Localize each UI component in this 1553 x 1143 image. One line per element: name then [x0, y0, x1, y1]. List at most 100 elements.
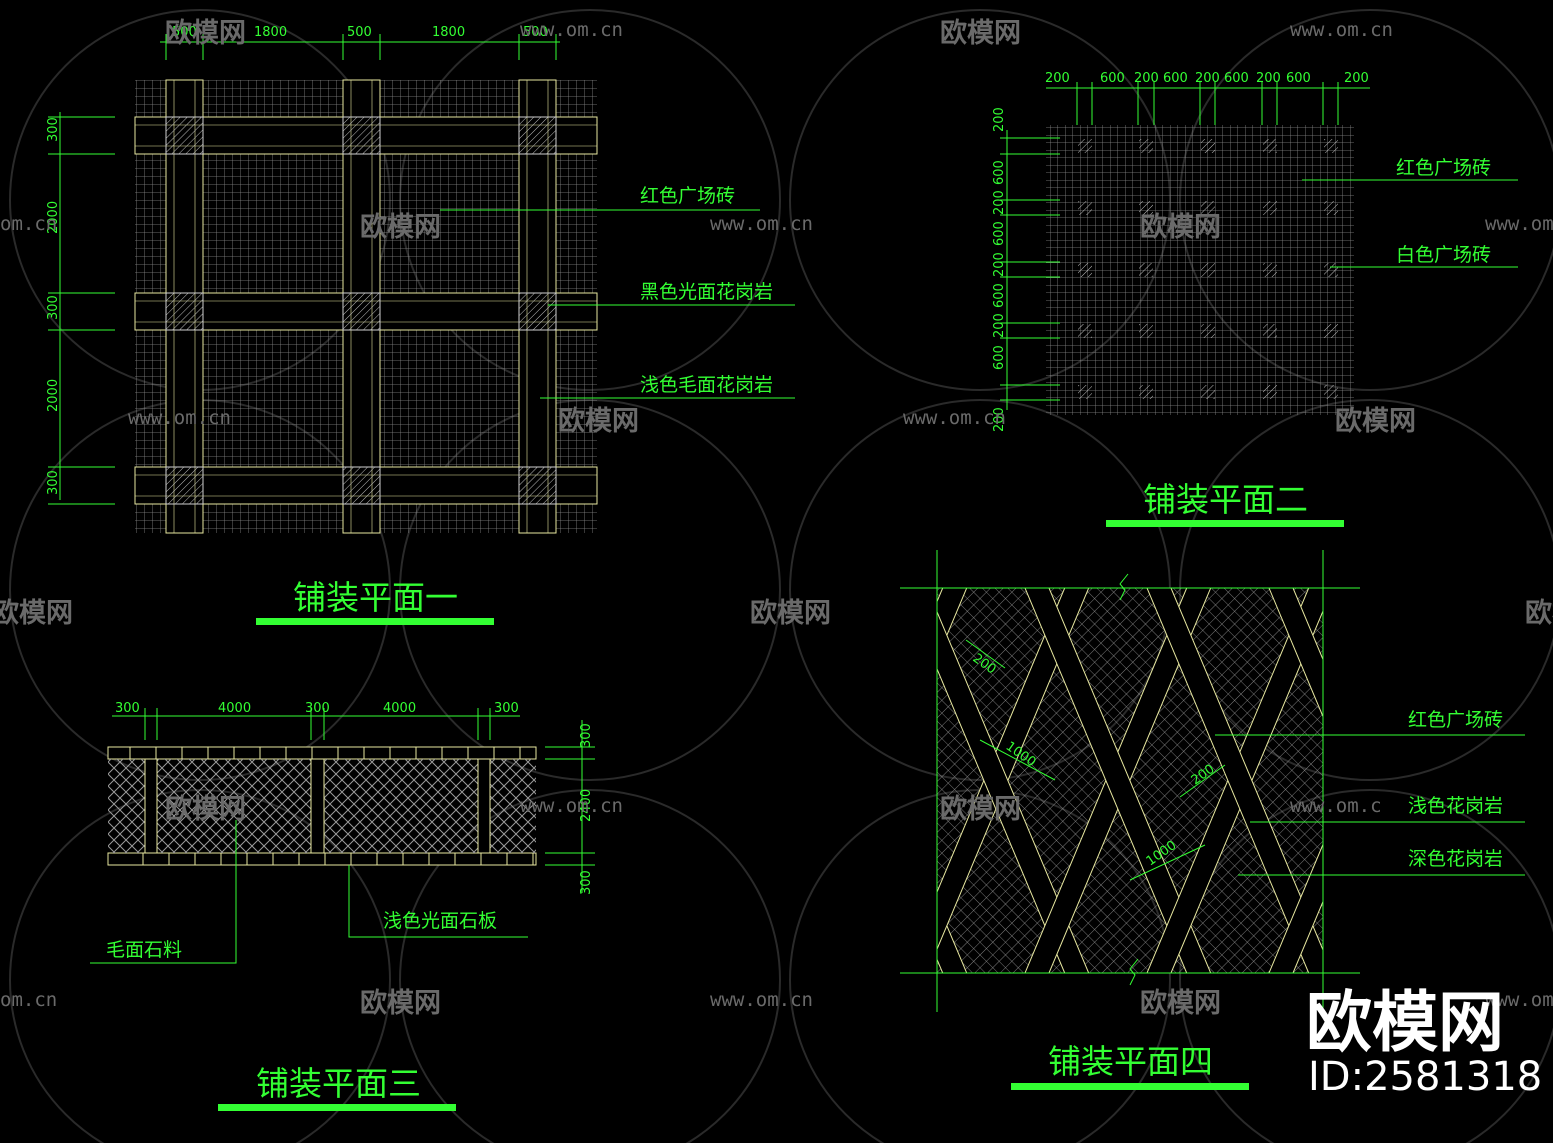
plan2-white-tile [1324, 263, 1338, 277]
watermark-url: www.om.c [1290, 795, 1382, 817]
plan1-left-dim: 2000 [46, 201, 61, 234]
plan2-white-tile [1201, 201, 1215, 215]
plan4-dim-line [979, 739, 1056, 781]
watermark-url: www.om.cn [1485, 213, 1553, 235]
plan2-white-tile [1201, 139, 1215, 153]
plan2-left-dim: 600 [992, 345, 1007, 370]
plan1-granite-square [165, 466, 204, 505]
plan4-dim-line [965, 639, 1006, 669]
plan3-right-dim: 300 [579, 723, 594, 748]
watermark-logo: 欧模网 [360, 988, 441, 1019]
plan1-granite-square [165, 292, 204, 331]
plan1-left-dim: 300 [46, 117, 61, 142]
plan1-left-dim: 300 [46, 470, 61, 495]
watermark-url: www.om.cn [520, 795, 623, 817]
plan3-right-dim: 300 [579, 870, 594, 895]
brand-id: ID:2581318 [1308, 1054, 1542, 1100]
plan1-top-dim: 1800 [432, 25, 465, 40]
plan2-left-dim: 200 [992, 252, 1007, 277]
plan2-white-tile [1139, 324, 1153, 338]
plan2-top-dim: 600 [1100, 71, 1125, 86]
plan1-granite-square [518, 292, 557, 331]
plan3-top-dim: 300 [494, 701, 519, 716]
plan4-title: 铺装平面四 [1048, 1042, 1213, 1081]
plan4-label-red-tile: 红色广场砖 [1408, 709, 1503, 731]
plan1-top-dim: 500 [347, 25, 372, 40]
plan2-white-tile [1324, 385, 1338, 399]
plan2-top-dim: 600 [1286, 71, 1311, 86]
plan2-top-dim: 200 [1195, 71, 1220, 86]
plan2-tile-grid [1046, 125, 1354, 415]
plan2-top-dim: 200 [1344, 71, 1369, 86]
plan2-left-dim: 200 [992, 407, 1007, 432]
plan3-slab-strip [477, 758, 491, 854]
plan2-white-tile [1201, 385, 1215, 399]
plan3-border-top [107, 746, 537, 760]
plan4-dark-band [1391, 588, 1553, 973]
plan4-dark-band [537, 588, 723, 973]
plan2-top-dim: 200 [1256, 71, 1281, 86]
watermarks: 欧模网 www.om.cn 欧模网 www.om.cn om.cn 欧模网 ww… [0, 18, 1553, 1019]
plan4-dark-band [1268, 588, 1323, 718]
plan3-top-dim: 4000 [383, 701, 416, 716]
plan3-top-dim: 4000 [218, 701, 251, 716]
watermark-url: www.om.cn [1290, 19, 1393, 41]
plan3-title: 铺装平面三 [256, 1064, 421, 1103]
plan4-dark-band [1146, 588, 1323, 973]
plan4-title-underline [1011, 1083, 1249, 1090]
plan2-left-dim: 600 [992, 160, 1007, 185]
plan2-white-tile [1078, 324, 1092, 338]
plan2-label-white-tile: 白色广场砖 [1396, 244, 1491, 266]
plan2-white-tile [1078, 201, 1092, 215]
plan1-label-red-tile: 红色广场砖 [640, 185, 735, 207]
plan4-dark-band [537, 588, 723, 973]
plan2-white-tile [1078, 263, 1092, 277]
plan2-white-tile [1263, 139, 1277, 153]
watermark-logo: 欧模网 [1525, 598, 1553, 629]
plan3-label-light-slab: 浅色光面石板 [383, 910, 497, 932]
watermark-logo: 欧模网 [1335, 406, 1416, 437]
plan1-label-light-granite: 浅色毛面花岗岩 [640, 374, 773, 396]
watermark-url: www.om.cn [903, 407, 1006, 429]
watermark-url: om.cn [0, 213, 57, 235]
plan1-granite-square [342, 466, 381, 505]
watermark-logo: 欧模网 [1140, 212, 1221, 243]
plan3-border-bottom [107, 852, 537, 866]
plan4-dark-band [1513, 588, 1553, 973]
plan2-white-tile [1324, 324, 1338, 338]
plan2-label-red-tile: 红色广场砖 [1396, 157, 1491, 179]
plan2-title: 铺装平面二 [1143, 480, 1308, 519]
plan4-dark-band [1024, 588, 1212, 973]
plan1-top-dim: 1800 [254, 25, 287, 40]
plan4-dark-band [659, 588, 845, 973]
plan-three: 300 4000 300 4000 300 300 2400 300 毛面石料 … [90, 701, 595, 1111]
plan1-granite-square [165, 116, 204, 155]
plan2-left-dim: 200 [992, 190, 1007, 215]
plan2-left-dim: 200 [992, 313, 1007, 338]
plan3-title-underline [218, 1104, 456, 1111]
watermark-logo: 欧模网 [165, 794, 246, 825]
plan2-white-tile [1263, 385, 1277, 399]
plan1-granite-square [342, 292, 381, 331]
plan2-white-tile [1263, 263, 1277, 277]
plan2-white-tile [1263, 324, 1277, 338]
plan2-white-tile [1201, 263, 1215, 277]
plan2-white-tile [1139, 263, 1153, 277]
plan1-granite-square [518, 466, 557, 505]
plan2-white-tile [1078, 139, 1092, 153]
plan2-top-dim: 600 [1224, 71, 1249, 86]
plan1-label-black-granite: 黑色光面花岗岩 [640, 281, 773, 303]
plan4-dark-band [1513, 588, 1553, 973]
plan4-break-mark [1119, 573, 1129, 601]
plan1-left-dim: 2000 [46, 379, 61, 412]
plan4-label-dark-granite: 深色花岗岩 [1408, 848, 1503, 870]
watermark-url: www.om.cn [1485, 989, 1553, 1011]
plan1-left-dim: 300 [46, 295, 61, 320]
plan4-label-light-granite: 浅色花岗岩 [1408, 795, 1503, 817]
plan4-dim-line [1179, 764, 1226, 798]
plan4-dark-band [937, 588, 1090, 951]
plan2-white-tile [1201, 324, 1215, 338]
plan1-top-dim: 500 [172, 25, 197, 40]
